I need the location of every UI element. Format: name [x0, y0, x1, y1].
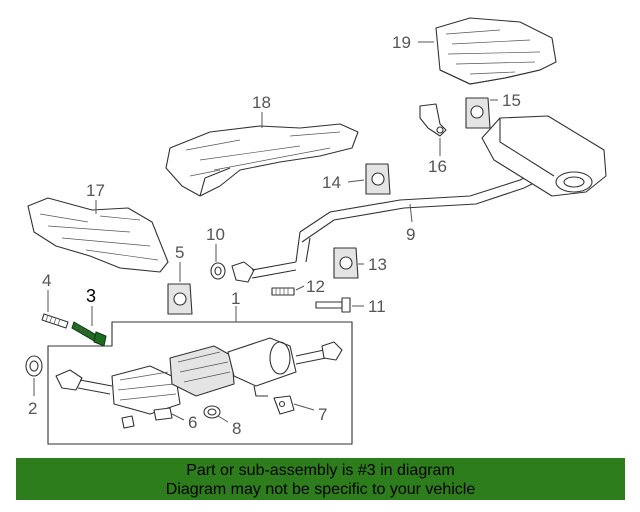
part-15-hanger — [465, 97, 491, 129]
callout-19: 19 — [392, 33, 411, 52]
part-3-bolt-highlighted — [71, 321, 107, 347]
part-10-gasket — [210, 262, 226, 280]
callout-9: 9 — [406, 225, 415, 244]
callout-7: 7 — [318, 405, 327, 424]
part-12-stud — [271, 287, 295, 296]
part-1-converter-assembly — [55, 337, 343, 415]
callout-3-highlighted: 3 — [86, 286, 96, 306]
callout-17: 17 — [86, 181, 105, 200]
callout-6: 6 — [188, 413, 197, 432]
callout-10: 10 — [206, 225, 225, 244]
front-pipe-flange — [231, 261, 297, 283]
banner-line-part-info: Part or sub-assembly is #3 in diagram — [186, 462, 455, 479]
callout-15: 15 — [502, 91, 521, 110]
part-5-hanger — [167, 283, 193, 315]
callout-11: 11 — [368, 297, 386, 316]
info-banner: Part or sub-assembly is #3 in diagram Di… — [16, 458, 625, 500]
callout-16: 16 — [428, 157, 447, 176]
callout-12: 12 — [306, 277, 325, 296]
callout-14: 14 — [322, 173, 341, 192]
part-7-bracket — [273, 395, 295, 415]
banner-line-disclaimer: Diagram may not be specific to your vehi… — [165, 481, 476, 498]
part-11-bolt — [315, 297, 351, 313]
callout-2: 2 — [28, 399, 37, 418]
leader-lines — [33, 41, 498, 423]
callout-5: 5 — [175, 243, 184, 262]
callout-13: 13 — [368, 255, 387, 274]
part-13-hanger — [333, 247, 359, 279]
callout-8: 8 — [232, 419, 241, 438]
part-1-assembly-frame — [47, 321, 353, 445]
part-2-gasket — [25, 355, 43, 377]
callout-1: 1 — [231, 289, 240, 308]
callout-18: 18 — [252, 93, 271, 112]
part-8-gasket — [203, 405, 221, 419]
part-16-bracket — [419, 103, 447, 137]
exhaust-parts-diagram: 19 18 15 16 14 17 10 9 5 13 4 12 3 1 11 … — [25, 17, 607, 445]
part-17-heat-shield — [27, 197, 169, 273]
part-6-sensor — [121, 407, 173, 429]
callout-4: 4 — [42, 271, 51, 290]
part-4-stud — [41, 313, 69, 329]
part-18-heat-shield — [165, 123, 359, 197]
part-19-heat-shield — [435, 17, 557, 85]
part-9-tailpipe-muffler — [295, 115, 607, 263]
part-14-hanger — [365, 163, 391, 195]
